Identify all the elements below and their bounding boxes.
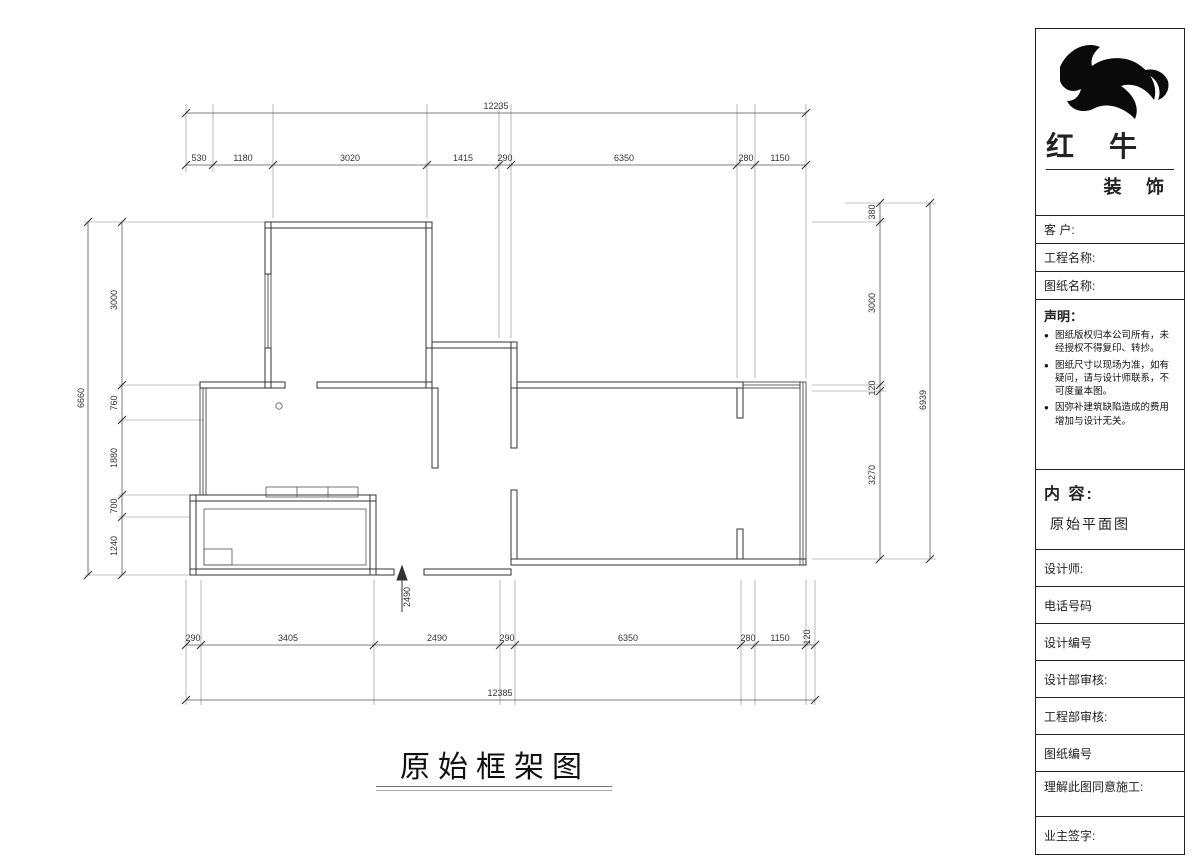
project-name-label: 工程名称: [1044, 251, 1096, 265]
customer-label: 客 户: [1044, 223, 1075, 237]
sheet-number-row: 图纸编号 [1036, 734, 1184, 771]
designer-row: 设计师: [1036, 549, 1184, 586]
svg-text:12235: 12235 [483, 101, 508, 111]
design-review-label: 设计部审核: [1044, 672, 1108, 687]
project-name-row: 工程名称: [1036, 243, 1184, 271]
svg-text:380: 380 [867, 204, 877, 219]
svg-text:3000: 3000 [109, 290, 119, 310]
owner-signature-label: 业主签字: [1044, 829, 1096, 843]
svg-text:6350: 6350 [614, 153, 634, 163]
fixtures [203, 402, 367, 566]
content-section: 内 容: 原始平面图 [1036, 469, 1184, 549]
bullet-icon: ● [1044, 403, 1049, 413]
title-underline-2 [376, 790, 612, 791]
dimension-labels: 12235 530 1180 3020 1415 290 6350 280 1150 290 340… [76, 101, 928, 698]
statement-item-text: 图纸尺寸以现场为准，如有疑问，请与设计师联系，不可度量本图。 [1055, 359, 1170, 398]
svg-text:280: 280 [738, 153, 753, 163]
statement-section: 声明： ● 图纸版权归本公司所有，未经授权不得复印、转抄。 ● 图纸尺寸以现场为… [1036, 299, 1184, 469]
statement-title: 声明： [1044, 309, 1084, 324]
svg-text:1415: 1415 [453, 153, 473, 163]
svg-text:1150: 1150 [770, 153, 789, 163]
content-label: 内 容: [1044, 486, 1094, 503]
svg-text:6939: 6939 [918, 390, 928, 410]
agreement-label: 理解此图同意施工: [1044, 780, 1144, 794]
sheet-name-row: 图纸名称: [1036, 271, 1184, 299]
sheet-number-label: 图纸编号 [1044, 746, 1093, 761]
svg-text:760: 760 [109, 395, 119, 410]
svg-text:290: 290 [499, 633, 514, 643]
svg-text:280: 280 [740, 633, 755, 643]
title-underline [376, 786, 612, 787]
phone-label: 电话号码 [1044, 598, 1093, 613]
walls [189, 221, 807, 576]
statement-item: ● 因弥补建筑缺陷造成的费用增加与设计无关。 [1044, 401, 1176, 428]
svg-text:290: 290 [497, 153, 512, 163]
svg-text:6350: 6350 [618, 633, 638, 643]
owner-signature-row: 业主签字: [1036, 816, 1184, 854]
statement-item: ● 图纸版权归本公司所有，未经授权不得复印、转抄。 [1044, 329, 1176, 356]
svg-text:3270: 3270 [867, 465, 877, 485]
drawing-title: 原始框架图 [400, 750, 590, 785]
svg-text:530: 530 [191, 153, 206, 163]
svg-text:1180: 1180 [233, 153, 252, 163]
svg-text:2490: 2490 [402, 587, 412, 607]
title-block: 红 牛 装 饰 客 户: 工程名称: 图纸名称: 声明： ● 图纸版权归本公司所… [1035, 28, 1185, 855]
svg-text:6660: 6660 [76, 388, 86, 408]
brand-name: 红 牛 [1046, 132, 1152, 163]
svg-text:120: 120 [867, 380, 877, 395]
svg-text:1880: 1880 [109, 448, 119, 468]
svg-text:3000: 3000 [867, 293, 877, 313]
engineering-review-label: 工程部审核: [1044, 709, 1108, 724]
floor-plan: 12235 530 1180 3020 1415 290 6350 280 1150 290 340… [76, 101, 936, 705]
phone-row: 电话号码 [1036, 586, 1184, 623]
svg-text:1240: 1240 [109, 536, 119, 556]
brand-subname: 装 饰 [1103, 177, 1174, 197]
brand-area: 红 牛 装 饰 [1036, 29, 1184, 215]
svg-text:120: 120 [802, 629, 812, 644]
content-value: 原始平面图 [1050, 516, 1130, 532]
design-number-row: 设计编号 [1036, 623, 1184, 660]
svg-text:290: 290 [185, 633, 200, 643]
statement-item-text: 因弥补建筑缺陷造成的费用增加与设计无关。 [1055, 402, 1170, 427]
windows [199, 273, 807, 566]
customer-row: 客 户: [1036, 215, 1184, 243]
brand-divider [1046, 169, 1174, 170]
bullet-icon: ● [1044, 360, 1049, 370]
svg-text:700: 700 [109, 498, 119, 513]
designer-label: 设计师: [1044, 561, 1084, 576]
svg-text:3020: 3020 [340, 153, 360, 163]
engineering-review-row: 工程部审核: [1036, 697, 1184, 734]
svg-text:12385: 12385 [487, 688, 512, 698]
svg-text:2490: 2490 [427, 633, 447, 643]
brand-logo-icon [1060, 45, 1169, 119]
svg-text:1150: 1150 [770, 633, 789, 643]
design-review-row: 设计部审核: [1036, 660, 1184, 697]
sheet-name-label: 图纸名称: [1044, 279, 1096, 293]
design-number-label: 设计编号 [1044, 635, 1093, 650]
statement-item: ● 图纸尺寸以现场为准，如有疑问，请与设计师联系，不可度量本图。 [1044, 359, 1176, 399]
agreement-row: 理解此图同意施工: [1036, 771, 1184, 816]
entrance-arrow [396, 564, 408, 612]
bullet-icon: ● [1044, 331, 1049, 340]
svg-text:3405: 3405 [278, 633, 298, 643]
statement-item-text: 图纸版权归本公司所有，未经授权不得复印、转抄。 [1055, 330, 1170, 355]
